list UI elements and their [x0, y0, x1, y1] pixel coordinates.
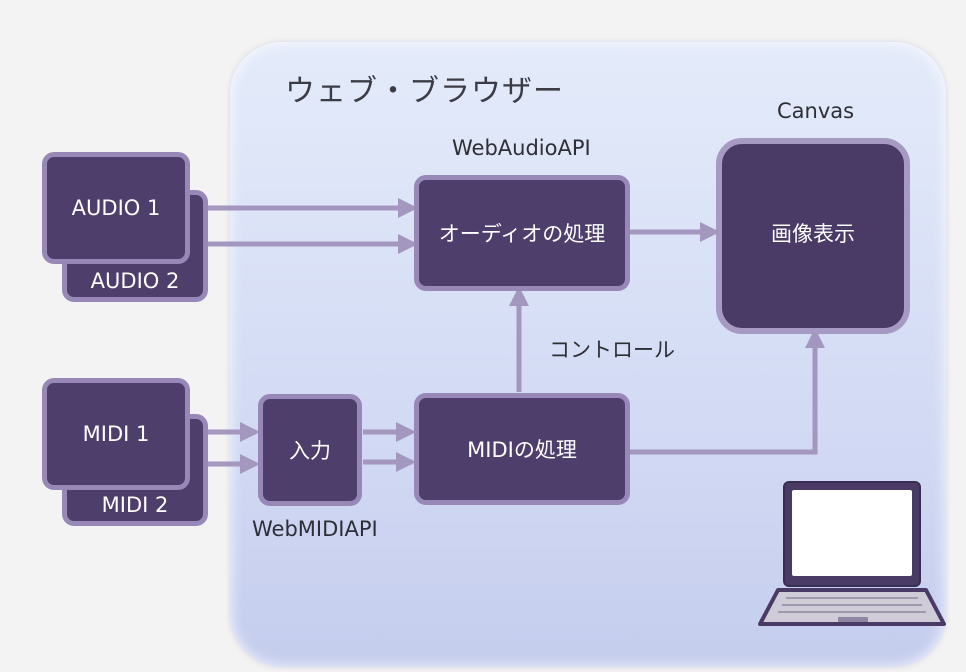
browser-title: ウェブ・ブラウザー: [285, 74, 564, 109]
midi-processing-node: MIDIの処理: [414, 393, 630, 505]
audio1-source: AUDIO 1: [42, 152, 190, 264]
control-label: コントロール: [549, 338, 675, 362]
audio2-label: AUDIO 2: [90, 269, 180, 293]
midi2-label: MIDI 2: [101, 493, 169, 517]
canvas-label: Canvas: [777, 99, 855, 123]
midi1-source: MIDI 1: [42, 378, 190, 490]
midi1-label: MIDI 1: [82, 422, 150, 446]
web-audio-api-label: WebAudioAPI: [452, 136, 591, 160]
web-midi-api-label: WebMIDIAPI: [252, 517, 378, 541]
midi-input-label: 入力: [289, 439, 331, 463]
midi-input-node: 入力: [258, 394, 362, 506]
laptop-icon: [758, 481, 946, 626]
audio-processing-label: オーディオの処理: [438, 222, 606, 246]
arrow-midi-to-display: [630, 328, 825, 455]
audio-processing-node: オーディオの処理: [414, 175, 630, 291]
image-display-node: 画像表示: [716, 138, 910, 334]
midi-processing-label: MIDIの処理: [467, 438, 577, 462]
image-display-label: 画像表示: [771, 222, 855, 246]
audio1-label: AUDIO 1: [71, 196, 161, 220]
